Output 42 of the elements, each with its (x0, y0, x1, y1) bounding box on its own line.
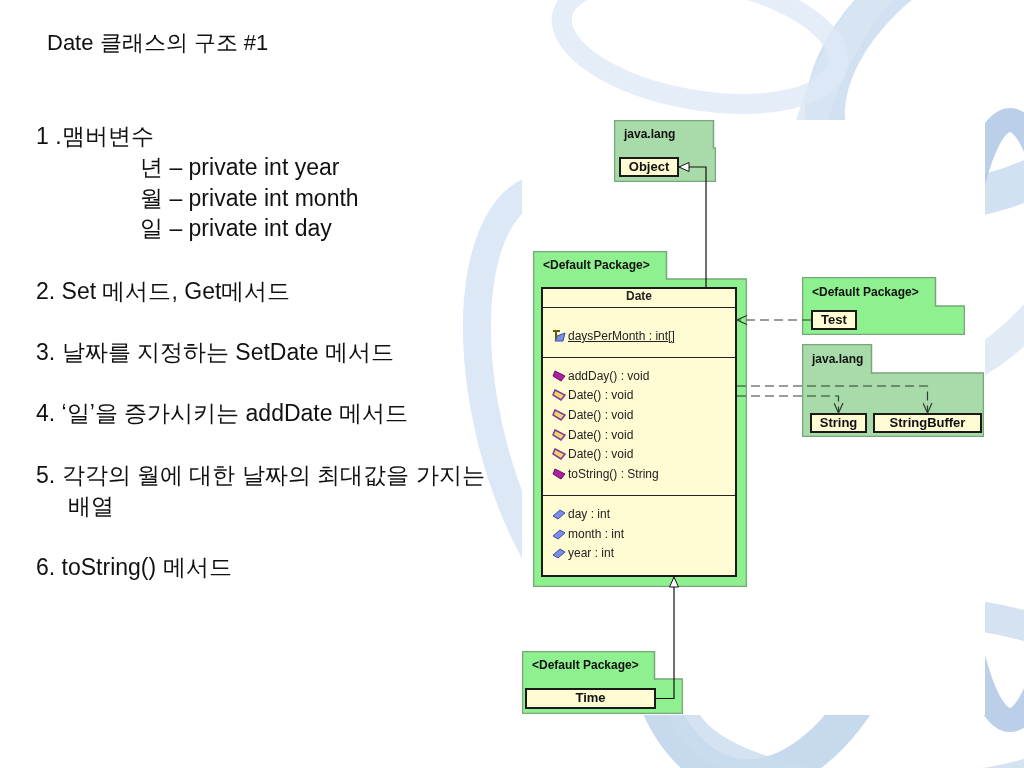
method-text: Date() : void (568, 447, 634, 462)
class-name: Date (625, 289, 653, 304)
method-text: toString() : String (568, 467, 659, 482)
dependency-arrow (736, 395, 844, 414)
package-name: java.lang (812, 351, 864, 366)
attribute-text: year : int (568, 546, 615, 561)
method-text: addDay() : void (568, 369, 650, 384)
package-box (802, 277, 965, 335)
list-item-text: 4. ‘일’을 증가시키는 addDate 메서드 (36, 399, 408, 428)
attribute-text: month : int (568, 527, 625, 542)
inheritance-arrow (655, 576, 679, 700)
class-box: Time (525, 688, 656, 709)
method-text: Date() : void (568, 428, 634, 443)
dependency-arrow (736, 385, 933, 414)
list-item-text: 5. 각각의 월에 대한 날짜의 최대값을 가지는 배열 (36, 461, 486, 521)
list-item-text: 6. toString() 메서드 (36, 553, 232, 582)
class-box: String (810, 413, 867, 433)
package-box (802, 344, 984, 437)
package-name: <Default Package> (543, 258, 650, 272)
list-item-text: 1 .맴버변수 (36, 122, 154, 151)
list-item-text: 일 – private int day (140, 214, 332, 243)
package-name: <Default Package> (812, 284, 919, 299)
slide-title: Date 클래스의 구조 #1 (47, 29, 269, 57)
dependency-arrow (736, 314, 812, 326)
list-item-text: 2. Set 메서드, Get메서드 (36, 277, 291, 306)
package-box (522, 651, 683, 714)
package-name: <Default Package> (532, 658, 639, 672)
attribute-text: daysPerMonth : int[] (568, 329, 675, 344)
method-text: Date() : void (568, 388, 634, 403)
list-item-text: 월 – private int month (140, 184, 359, 213)
list-item-text: 년 – private int year (140, 153, 340, 182)
package-box (533, 251, 747, 587)
list-item-text: 3. 날짜를 지정하는 SetDate 메서드 (36, 338, 394, 367)
class-box: Test (811, 310, 857, 330)
class-box (541, 287, 737, 577)
method-text: Date() : void (568, 408, 634, 423)
package-box (614, 120, 716, 182)
attribute-text: day : int (568, 507, 611, 522)
class-box: Object (619, 157, 679, 177)
class-box: StringBuffer (873, 413, 982, 433)
package-name: java.lang (624, 127, 676, 141)
inheritance-arrow (678, 162, 707, 288)
